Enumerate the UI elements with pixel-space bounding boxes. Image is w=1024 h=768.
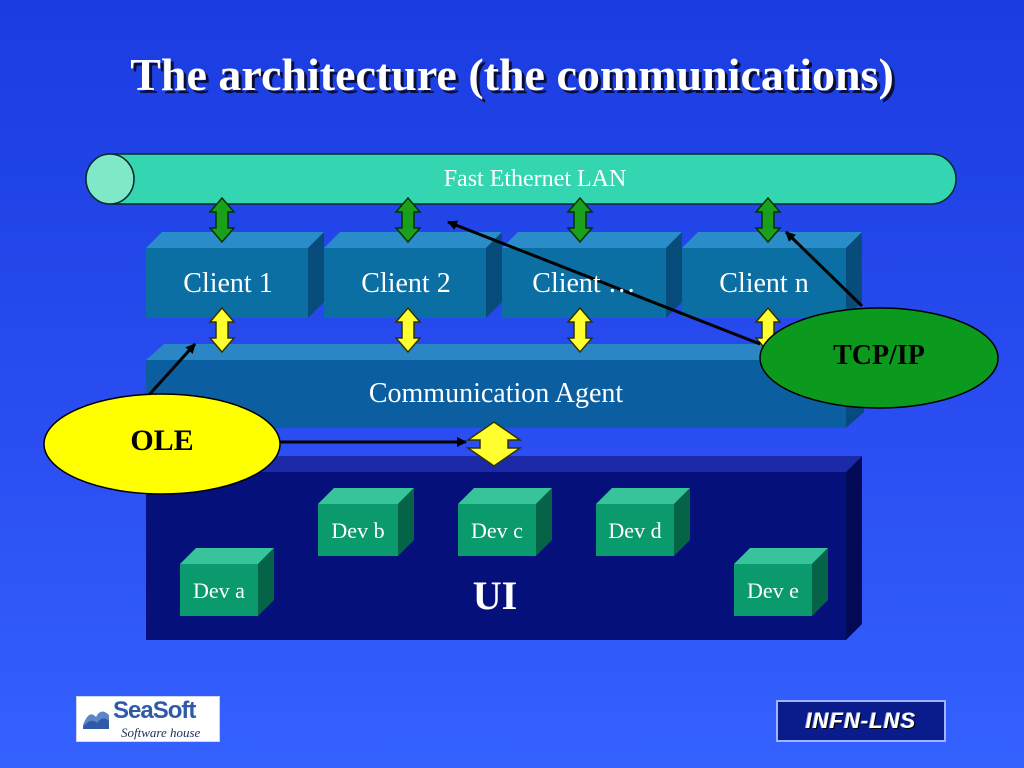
lan-client-arrow-2: [394, 196, 422, 244]
device-label-b: Dev b: [331, 518, 385, 543]
lan-client-arrow-1: [208, 196, 236, 244]
slide-title: The architecture (the communications): [130, 49, 894, 100]
client-label-1: Client 1: [183, 268, 273, 299]
device-label-d: Dev d: [608, 518, 662, 543]
seasoft-tagline: Software house: [121, 725, 201, 740]
infn-lns-name: INFN-LNS: [805, 708, 917, 733]
seasoft-wave-icon: [83, 711, 109, 729]
tcpip-callout: [447, 220, 999, 409]
ole-callout: [43, 342, 467, 495]
tcpip-arrow-clientn: [784, 230, 864, 308]
ui-label: UI: [472, 573, 518, 618]
lan-label: Fast Ethernet LAN: [443, 166, 627, 192]
seasoft-logo: SeaSoft Software house: [76, 696, 220, 742]
client-label-2: Client 2: [361, 268, 451, 299]
client-box-1: [146, 232, 324, 318]
communication-agent-label: Communication Agent: [368, 378, 624, 409]
seasoft-name: SeaSoft: [113, 697, 196, 724]
device-label-e: Dev e: [747, 578, 799, 603]
device-box-d: [596, 488, 690, 556]
client-agent-arrow-1: [208, 306, 236, 354]
device-label-a: Dev a: [193, 578, 245, 603]
ole-pointer-arrow: [146, 342, 197, 398]
client-box-2: [324, 232, 502, 318]
tcpip-arrow-client2: [447, 220, 761, 346]
client-agent-arrow-2: [394, 306, 422, 354]
device-box-b: [318, 488, 414, 556]
client-box-n: [682, 232, 862, 318]
client-agent-arrow-3: [566, 306, 594, 354]
device-box-a: [180, 548, 274, 616]
client-label-3: Client …: [532, 268, 636, 299]
tcpip-label: TCP/IP: [833, 340, 925, 371]
client-label-n: Client n: [719, 268, 809, 299]
lan-bar: [85, 153, 957, 205]
device-box-c: [458, 488, 552, 556]
infn-lns-logo: INFN-LNS: [776, 700, 946, 742]
device-label-c: Dev c: [471, 518, 523, 543]
ole-label: OLE: [130, 424, 194, 457]
agent-ui-arrow: [465, 421, 523, 467]
lan-client-arrow-3: [566, 196, 594, 244]
lan-client-arrow-n: [754, 196, 782, 244]
client-box-3: [502, 232, 682, 318]
device-box-e: [734, 548, 828, 616]
